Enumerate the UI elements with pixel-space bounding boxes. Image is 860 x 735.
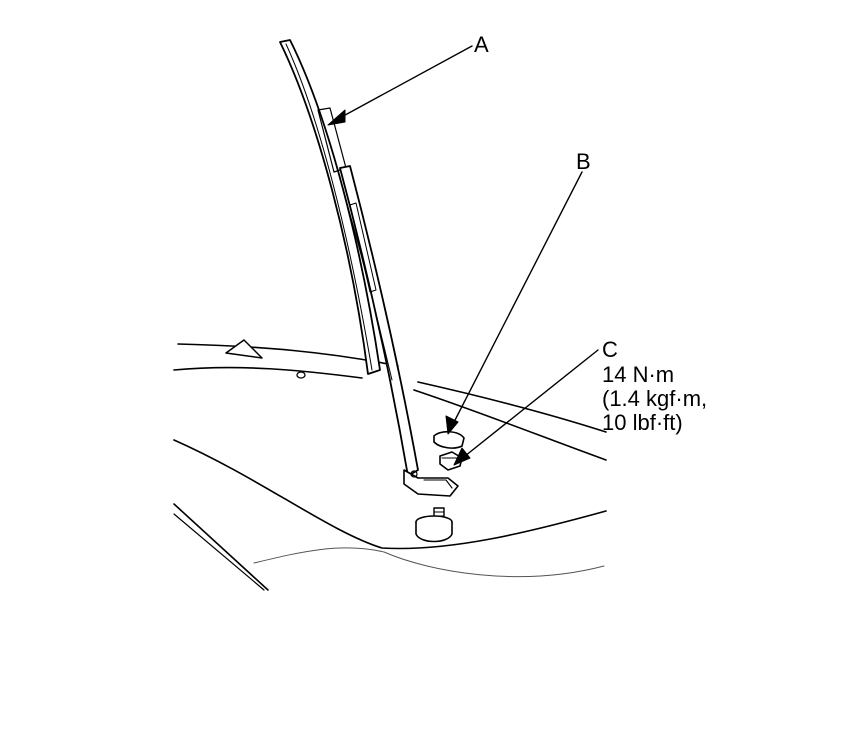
washer-nozzle xyxy=(296,371,306,379)
arm-channel xyxy=(349,202,377,293)
wiper-arm xyxy=(339,165,459,497)
arrowhead-a xyxy=(327,109,346,126)
callout-label-c: C xyxy=(602,337,618,362)
body-line-lower-left-1 xyxy=(173,503,269,591)
blade-outline xyxy=(279,39,381,375)
callout-label-a: A xyxy=(474,32,489,57)
arm-pivot-base xyxy=(403,469,459,497)
body-crease xyxy=(253,547,605,578)
leader-lines xyxy=(327,45,599,466)
wiper-blade xyxy=(279,39,381,375)
trim-triangle xyxy=(225,339,263,359)
tailgate-curve xyxy=(173,439,607,550)
body-line-lower-left-2 xyxy=(173,513,265,591)
body-line-right-lower xyxy=(413,389,607,461)
cap-b xyxy=(433,430,465,449)
body-line-right-upper xyxy=(417,381,607,433)
nut-c xyxy=(439,451,463,471)
arm-inner-line xyxy=(345,199,393,381)
arrowhead-b xyxy=(445,415,459,435)
leader-a xyxy=(335,45,473,121)
torque-spec: 14 N·m (1.4 kgf·m, 10 lbf·ft) xyxy=(602,363,707,435)
arrowhead-c xyxy=(453,447,471,466)
callout-label-b: B xyxy=(576,149,591,174)
leader-c xyxy=(459,349,599,461)
arm-pivot-detail xyxy=(423,479,453,489)
vehicle-body xyxy=(173,339,607,591)
torque-line-1: 14 N·m xyxy=(602,362,675,387)
leader-b xyxy=(451,171,583,427)
torque-line-2: (1.4 kgf·m, xyxy=(602,386,708,411)
torque-line-3: 10 lbf·ft) xyxy=(602,410,683,435)
windshield-lower-line xyxy=(173,366,363,379)
pivot-shaft xyxy=(415,507,453,543)
arm-pivot-hole xyxy=(410,470,418,478)
shaft-base-side xyxy=(415,521,453,543)
blade-inner-line-1 xyxy=(285,43,373,371)
arm-outline xyxy=(339,165,419,477)
